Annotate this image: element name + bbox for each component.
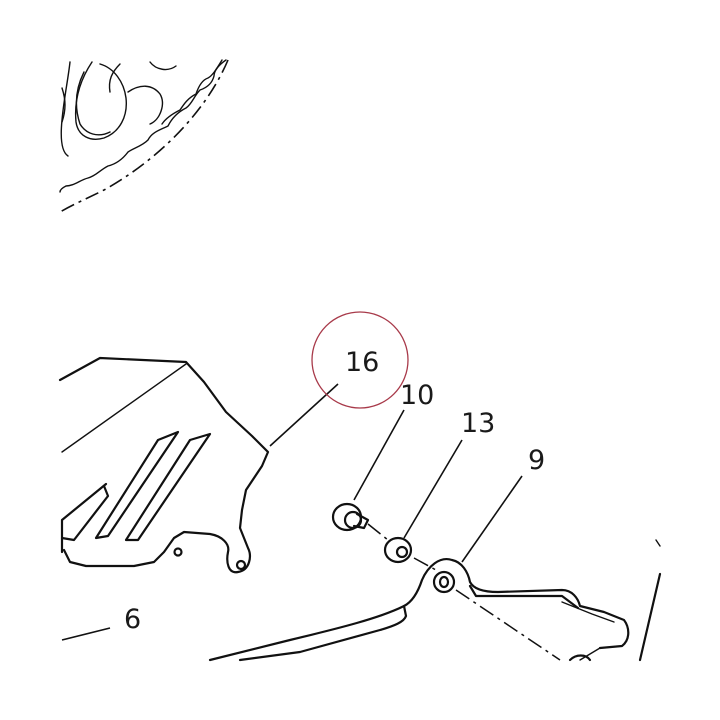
chain-guard: [58, 356, 270, 574]
leader-6: [61, 627, 111, 641]
leader-16: [269, 383, 339, 447]
mounting-bracket: [208, 558, 630, 662]
assembly-axis-1: [367, 523, 389, 541]
callout-10: 10: [400, 380, 434, 411]
leader-13: [403, 439, 463, 539]
callout-6: 6: [124, 604, 141, 635]
callout-13: 13: [461, 408, 495, 439]
leader-10: [353, 409, 405, 501]
callout-16: 16: [345, 347, 379, 378]
callout-9: 9: [528, 445, 545, 476]
washer-part: [383, 536, 413, 564]
bolt-part: [331, 502, 370, 532]
leader-9: [461, 475, 523, 563]
highlight-circle: [311, 311, 409, 409]
sprocket: [59, 59, 229, 213]
assembly-axis-3: [455, 589, 561, 661]
frame-edge-line: [638, 572, 662, 662]
assembly-axis-2: [413, 557, 437, 571]
frame-edge-tick: [655, 539, 661, 547]
